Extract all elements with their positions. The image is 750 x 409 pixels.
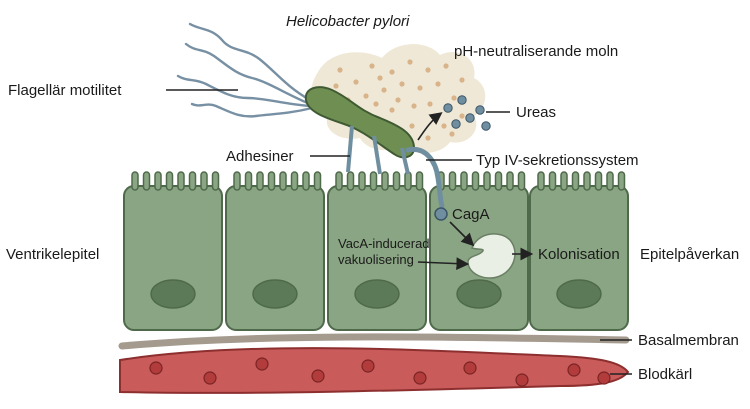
epithelial-cells bbox=[123, 171, 629, 331]
epithelial-cell bbox=[327, 171, 427, 331]
flagella-label: Flagellär motilitet bbox=[8, 82, 122, 99]
blood-cell bbox=[149, 361, 163, 375]
gastric-epithelium-label: Ventrikelepitel bbox=[6, 246, 99, 263]
adhesins-label: Adhesiner bbox=[226, 148, 294, 165]
h-pylori-bacterium bbox=[304, 86, 445, 209]
ph-cloud-label: pH-neutraliserande moln bbox=[454, 43, 618, 60]
urease-particle bbox=[443, 103, 453, 113]
blood-cell bbox=[567, 363, 581, 377]
blood-cell bbox=[255, 357, 269, 371]
vaca-label-arrow bbox=[417, 257, 470, 270]
urease-particles bbox=[443, 95, 491, 131]
epithelial-cell bbox=[225, 171, 325, 331]
blood-cell bbox=[413, 371, 427, 385]
urease-particle bbox=[451, 119, 461, 129]
blood-cell bbox=[203, 371, 217, 385]
flagella bbox=[176, 22, 314, 118]
cell-nucleus bbox=[456, 279, 502, 309]
urease-particle bbox=[465, 113, 475, 123]
vaca-label-line2: vakuolisering bbox=[338, 252, 414, 267]
urease-particle bbox=[457, 95, 467, 105]
epithelial-cell bbox=[123, 171, 223, 331]
blood-cell bbox=[515, 373, 529, 387]
urease-particle bbox=[481, 121, 491, 131]
caga-particle bbox=[434, 207, 448, 221]
blood-cell bbox=[463, 361, 477, 375]
cell-nucleus bbox=[150, 279, 196, 309]
vacuole bbox=[467, 233, 516, 279]
caga-label: CagA bbox=[452, 206, 490, 223]
basement-membrane bbox=[118, 333, 630, 350]
cell-nucleus bbox=[252, 279, 298, 309]
t4ss-label: Typ IV-sekretionssystem bbox=[476, 152, 639, 169]
urease-particle bbox=[475, 105, 485, 115]
blood-vessel-label: Blodkärl bbox=[638, 366, 692, 383]
epithelial-cell bbox=[529, 171, 629, 331]
blood-cell bbox=[361, 359, 375, 373]
urease-release-arrow bbox=[417, 112, 443, 141]
blood-cell bbox=[597, 371, 611, 385]
blood-cell bbox=[311, 369, 325, 383]
cell-nucleus bbox=[556, 279, 602, 309]
urease-label: Ureas bbox=[516, 104, 556, 121]
diagram-title: Helicobacter pylori bbox=[286, 13, 410, 30]
basement-membrane-label: Basalmembran bbox=[638, 332, 739, 349]
vaca-label-line1: VacA-inducerad bbox=[338, 236, 430, 251]
cell-nucleus bbox=[354, 279, 400, 309]
epithelial-effect-label: Epitelpåverkan bbox=[640, 246, 739, 263]
blood-vessel bbox=[119, 347, 630, 394]
colonisation-label: Kolonisation bbox=[538, 246, 620, 263]
caga-to-vacuole-arrow bbox=[449, 221, 475, 247]
